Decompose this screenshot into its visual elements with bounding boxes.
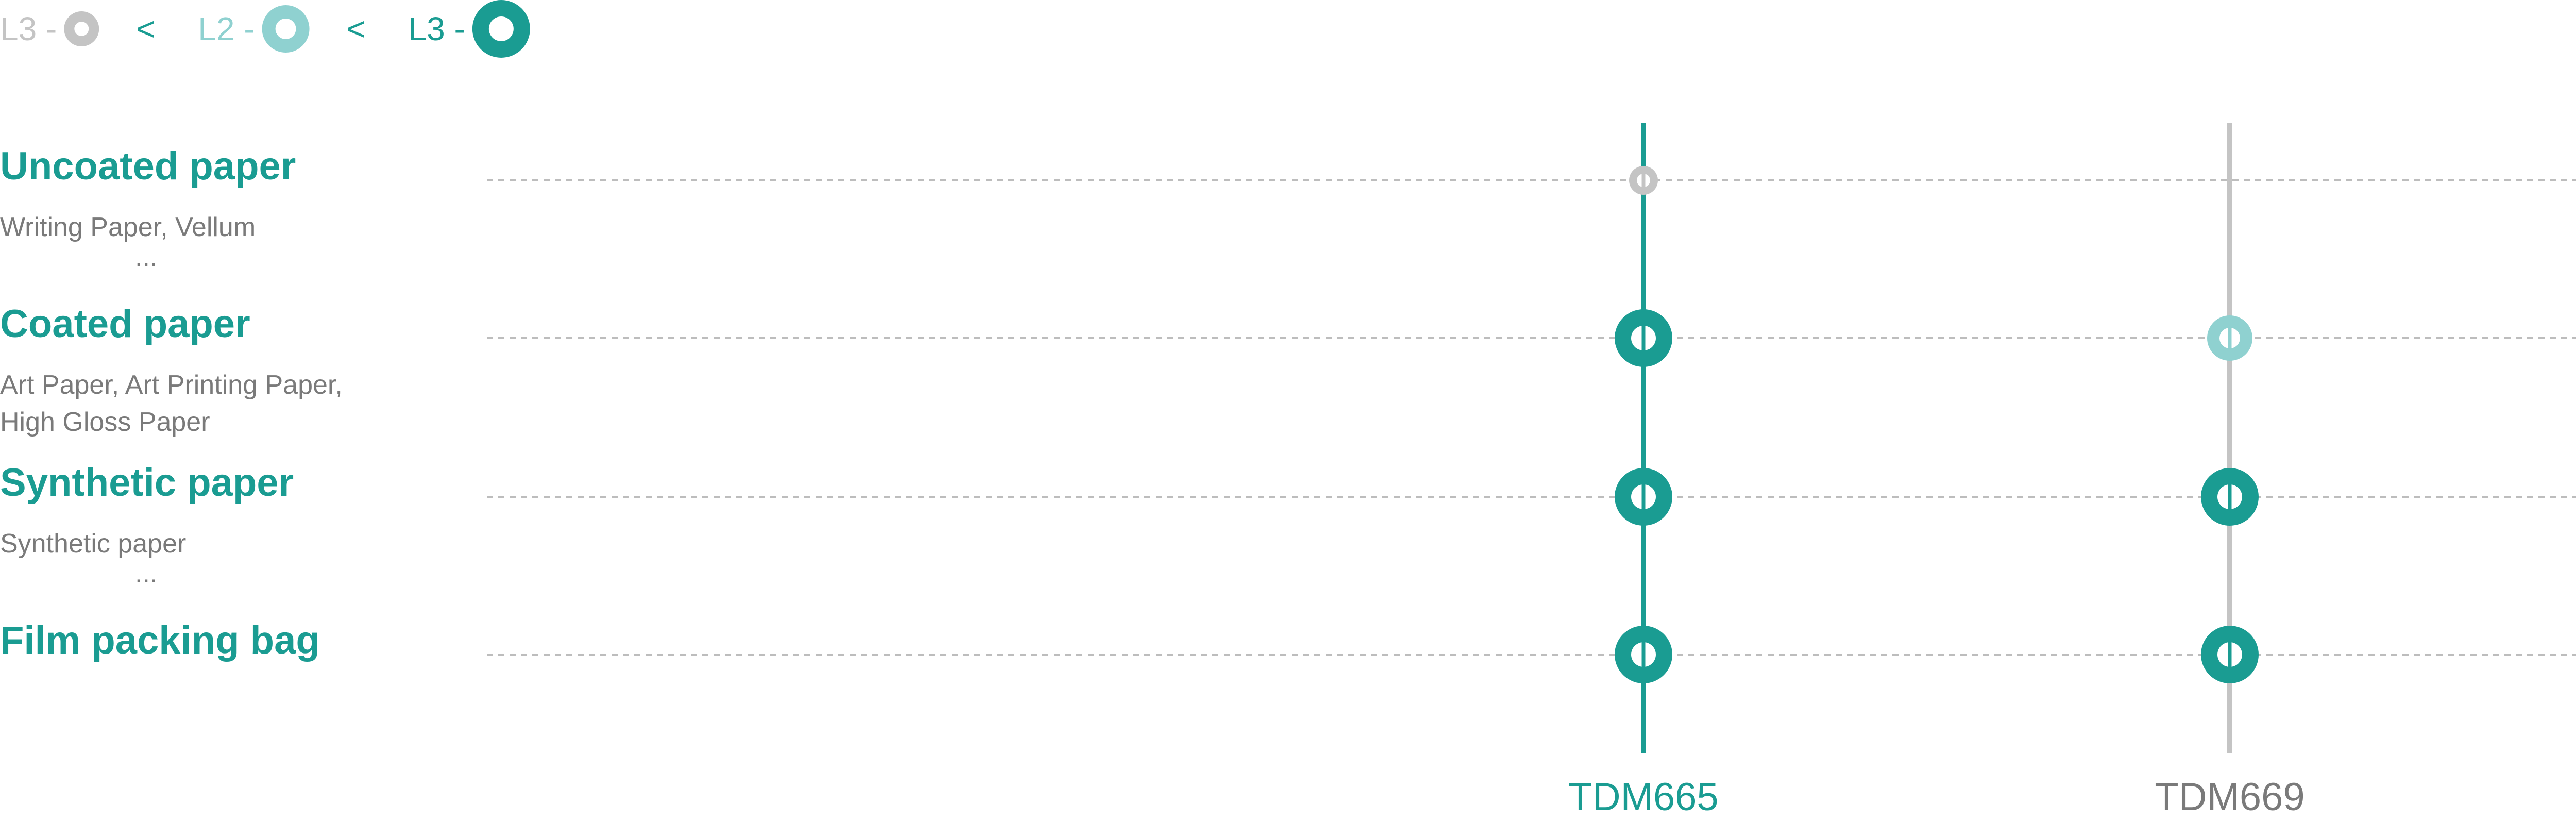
category-subtitle: Synthetic paper	[0, 529, 186, 559]
category-title: Synthetic paper	[0, 461, 294, 505]
category-title: Film packing bag	[0, 618, 320, 662]
legend-separator: <	[347, 10, 366, 47]
product-label: TDM669	[2155, 775, 2304, 819]
category-subtitle: High Gloss Paper	[0, 407, 210, 437]
category-title: Coated paper	[0, 302, 250, 346]
legend-label: L3 -	[0, 10, 57, 47]
category-title: Uncoated paper	[0, 144, 296, 188]
category-subtitle: Writing Paper, Vellum	[0, 212, 256, 242]
legend-separator: <	[136, 10, 155, 47]
category-subtitle: ...	[135, 559, 157, 589]
legend-label: L3 -	[409, 10, 465, 47]
legend-label: L2 -	[198, 10, 255, 47]
category-subtitle: Art Paper, Art Printing Paper,	[0, 370, 343, 400]
legend-ring-hole	[74, 22, 89, 36]
product-label: TDM665	[1568, 775, 1718, 819]
category-subtitle: ...	[135, 242, 157, 272]
legend-ring-hole	[275, 19, 296, 39]
legend-ring-hole	[488, 16, 514, 41]
